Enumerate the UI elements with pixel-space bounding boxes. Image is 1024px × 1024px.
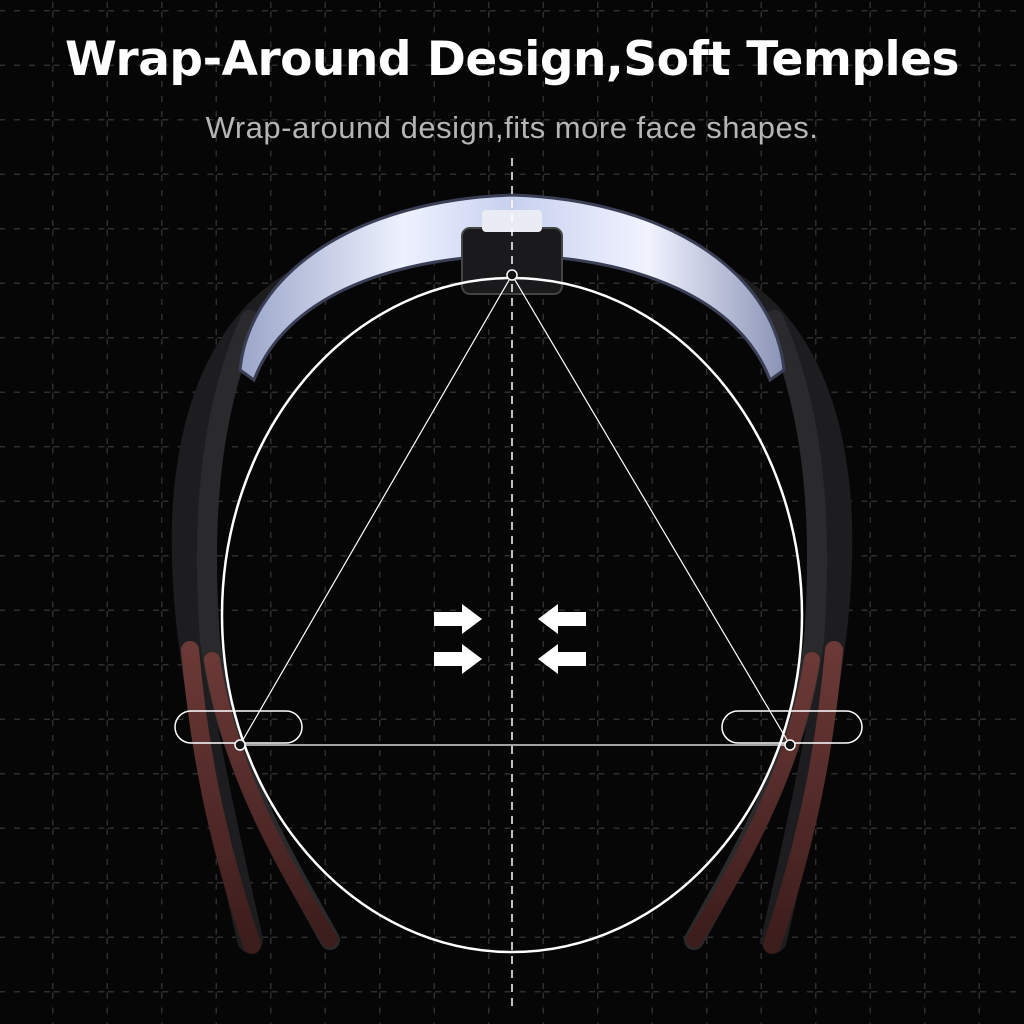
inward-arrows-icon (434, 604, 586, 674)
fit-triangle (238, 273, 792, 746)
page-title: Wrap-Around Design,Soft Temples (65, 32, 959, 87)
right-temple (684, 267, 853, 954)
page-subtitle: Wrap-around design,fits more face shapes… (205, 110, 819, 145)
lens (238, 193, 786, 383)
left-temple (171, 267, 340, 954)
